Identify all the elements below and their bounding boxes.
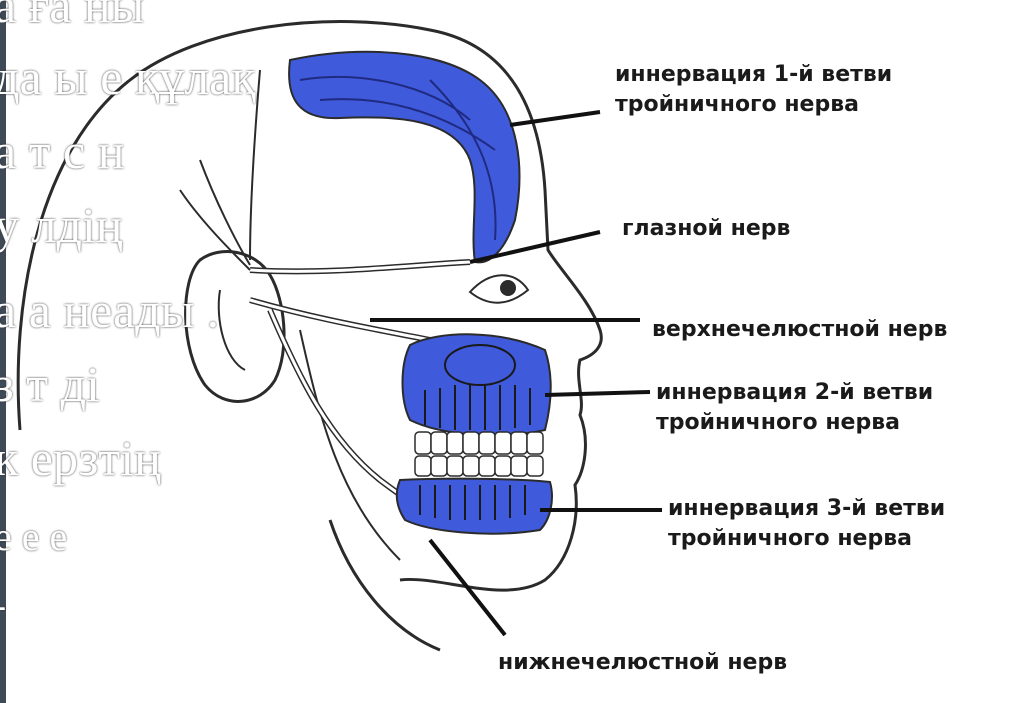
label-ophthalmic-nerve: глазной нерв	[622, 214, 790, 244]
label-innervation-1-line1: иннервация 1-й ветви	[615, 60, 892, 90]
label-innervation-1-line2: тройничного нерва	[615, 90, 892, 120]
label-innervation-1: иннервация 1-й ветви тройничного нерва	[615, 60, 892, 120]
neck-outline	[330, 520, 440, 650]
label-innervation-2-line1: иннервация 2-й ветви	[656, 378, 933, 408]
label-innervation-3-line1: иннервация 3-й ветви	[668, 494, 945, 524]
innervation-region-1	[289, 52, 519, 263]
overlay-line-3: а т с н	[0, 124, 125, 178]
overlay-line-9: -	[0, 578, 6, 632]
teeth	[415, 432, 543, 476]
overlay-line-4: у лдің	[0, 198, 123, 252]
overlay-line-5: а а неады .	[0, 283, 219, 337]
label-innervation-3-line2: тройничного нерва	[668, 524, 945, 554]
overlay-line-8: е е е	[0, 510, 67, 564]
jaw-outline	[300, 330, 400, 560]
overlay-line-2: да ы е құлақ	[0, 50, 256, 104]
label-innervation-2-line2: тройничного нерва	[656, 408, 933, 438]
overlay-line-1: а ға ны	[0, 0, 144, 32]
label-innervation-2: иннервация 2-й ветви тройничного нерва	[656, 378, 933, 438]
label-maxillary-nerve: верхнечелюстной нерв	[652, 315, 947, 345]
eye	[470, 275, 528, 302]
overlay-line-7: к ерзтің	[0, 431, 161, 485]
overlay-line-6: з т ді	[0, 357, 100, 411]
label-mandibular-nerve: нижнечелюстной нерв	[498, 648, 787, 678]
label-innervation-3: иннервация 3-й ветви тройничного нерва	[668, 494, 945, 554]
